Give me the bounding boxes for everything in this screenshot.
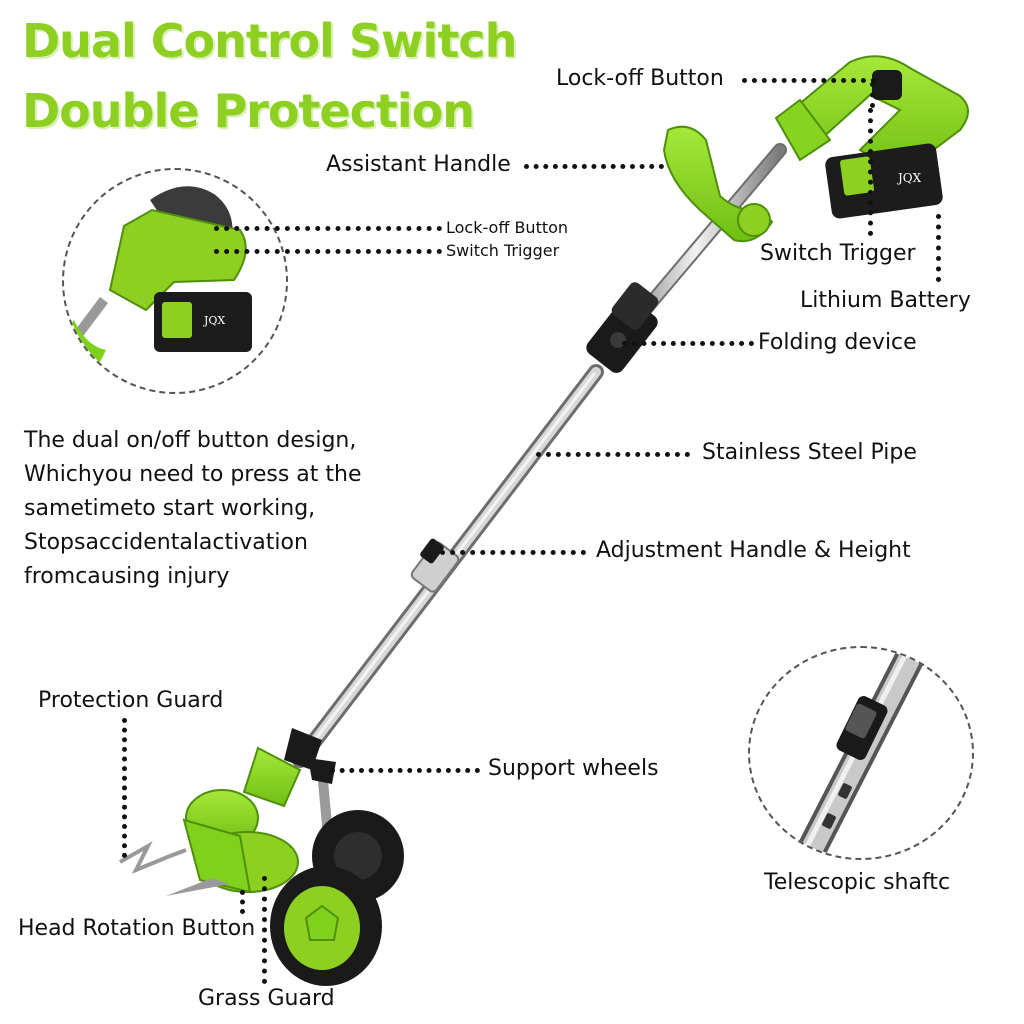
adjustment-collar xyxy=(410,538,460,593)
description-line: The dual on/off button design, xyxy=(24,428,357,453)
leader-grass-guard xyxy=(262,876,267,984)
label-lithium-battery: Lithium Battery xyxy=(800,288,971,313)
battery-brand-text: JQX xyxy=(896,171,922,185)
title-line-1: Dual Control Switch xyxy=(22,14,517,68)
support-wheels xyxy=(270,810,404,986)
assistant-handle xyxy=(662,125,774,243)
leader-inset-switch-trigger xyxy=(214,249,442,254)
label-adjustment-handle: Adjustment Handle & Height xyxy=(596,538,911,563)
svg-text:JQX: JQX xyxy=(203,314,225,327)
leader-inset-lock-off xyxy=(214,226,442,231)
leader-switch-trigger xyxy=(868,108,873,236)
description-line: fromcausing injury xyxy=(24,564,230,589)
label-head-rotation: Head Rotation Button xyxy=(18,916,256,941)
leader-support-wheels xyxy=(330,768,480,773)
label-assistant-handle: Assistant Handle xyxy=(326,152,511,177)
label-switch-trigger: Switch Trigger xyxy=(760,241,916,266)
telescopic-shaft-inset xyxy=(748,646,974,860)
label-grass-guard: Grass Guard xyxy=(198,986,335,1011)
leader-protection-guard xyxy=(122,718,127,858)
protection-guard-wire xyxy=(119,840,187,874)
switch-detail-illustration: JQX xyxy=(64,186,252,366)
leader-head-rotation xyxy=(240,890,245,914)
inset-label-switch-trigger: Switch Trigger xyxy=(446,241,560,260)
switch-detail-inset: JQX xyxy=(62,168,288,394)
label-support-wheels: Support wheels xyxy=(488,756,659,781)
motor-head xyxy=(182,728,322,894)
title-line-2: Double Protection xyxy=(22,84,475,138)
leader-lock-off xyxy=(742,78,876,83)
feature-description: The dual on/off button design, Whichyou … xyxy=(24,424,362,594)
inset-label-lock-off: Lock-off Button xyxy=(446,218,569,237)
leader-lithium-battery xyxy=(936,214,941,282)
telescopic-shaft-illustration xyxy=(790,648,932,858)
leader-adjustment-handle xyxy=(440,550,586,555)
leader-lock-off-vert xyxy=(870,82,875,108)
label-telescopic-shaft: Telescopic shaftc xyxy=(764,870,951,895)
label-stainless-pipe: Stainless Steel Pipe xyxy=(702,440,917,465)
description-line: Whichyou need to press at the xyxy=(24,462,362,487)
description-line: sametimeto start working, xyxy=(24,496,316,521)
description-line: Stopsaccidentalactivation xyxy=(24,530,308,555)
lithium-battery: JQX xyxy=(825,143,943,219)
leader-stainless-pipe xyxy=(536,452,690,457)
label-folding-device: Folding device xyxy=(758,330,917,355)
label-protection-guard: Protection Guard xyxy=(38,688,224,713)
label-lock-off-button: Lock-off Button xyxy=(556,66,724,91)
folding-device xyxy=(586,282,659,373)
leader-assistant-handle xyxy=(524,164,664,169)
leader-folding-device xyxy=(622,341,754,346)
